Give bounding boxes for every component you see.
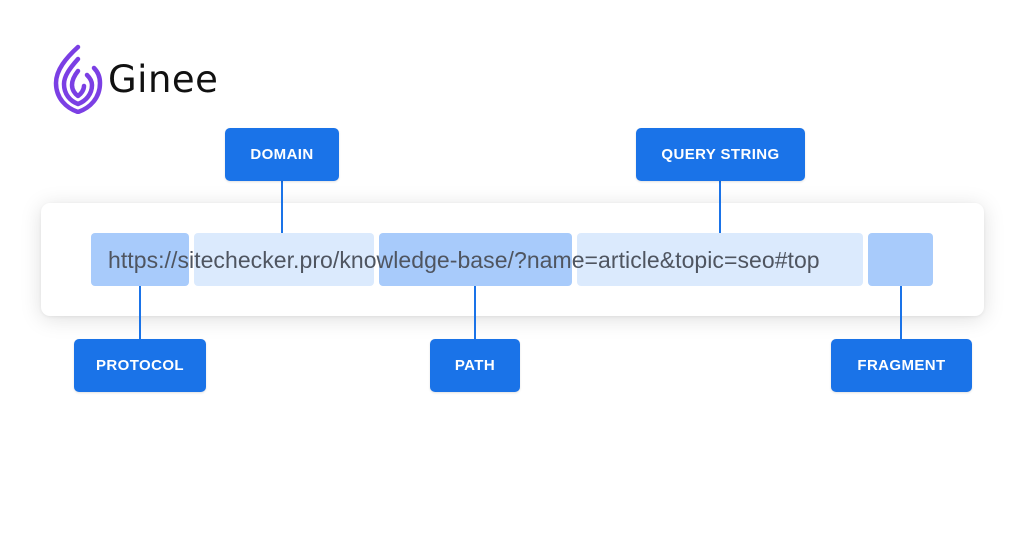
ginee-logo-icon (53, 44, 103, 114)
label-query-string: QUERY STRING (636, 128, 805, 181)
connector-domain (281, 180, 283, 233)
connector-fragment (900, 286, 902, 340)
connector-path (474, 286, 476, 340)
connector-protocol (139, 286, 141, 340)
url-fragment: #top (774, 247, 820, 273)
url-protocol: https:// (108, 247, 178, 273)
ginee-logo: Ginee (52, 44, 218, 114)
connector-query-string (719, 180, 721, 233)
brand-name: Ginee (108, 57, 219, 101)
segment-protocol-highlight (91, 233, 189, 286)
url-query: ?name=article&topic=seo (513, 247, 775, 273)
url-domain: sitechecker.pro/ (177, 247, 340, 273)
segment-path-highlight (379, 233, 572, 286)
segment-domain-highlight (194, 233, 374, 286)
url-path: knowledge-base/ (339, 247, 514, 273)
label-fragment: FRAGMENT (831, 339, 972, 392)
segment-query-highlight (577, 233, 863, 286)
segment-fragment-highlight (868, 233, 933, 286)
label-protocol: PROTOCOL (74, 339, 206, 392)
url-text: https://sitechecker.pro/knowledge-base/?… (108, 246, 820, 274)
label-path: PATH (430, 339, 520, 392)
label-domain: DOMAIN (225, 128, 339, 181)
